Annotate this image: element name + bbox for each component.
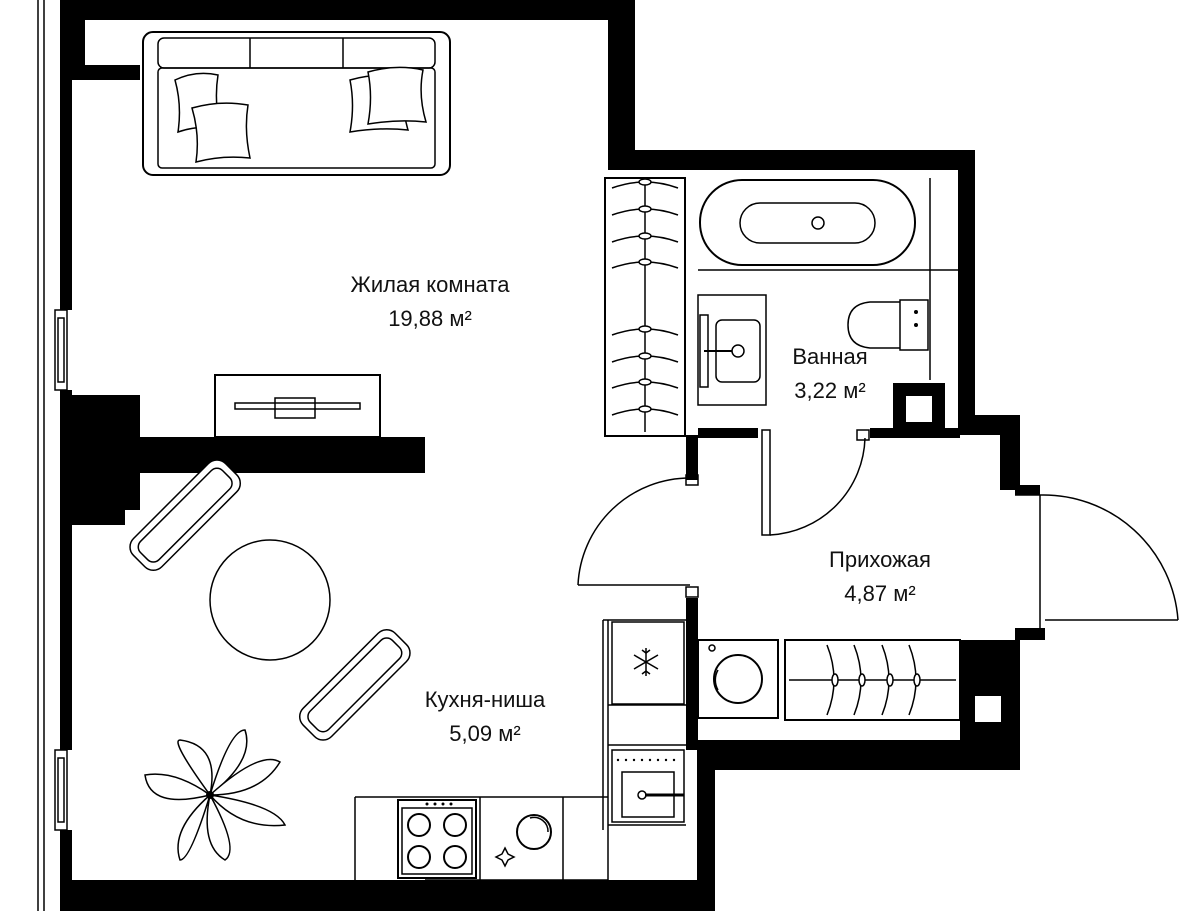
room-area: 5,09 м² — [449, 721, 521, 746]
hanger-hook — [638, 178, 652, 186]
room-area: 19,88 м² — [388, 306, 472, 331]
toilet — [847, 299, 929, 351]
hanger-hook — [831, 673, 839, 687]
hanger-hook — [638, 325, 652, 333]
room-area: 4,87 м² — [844, 581, 916, 606]
hanger-hook — [638, 258, 652, 266]
room-name: Кухня-ниша — [424, 687, 546, 712]
bath-sink — [697, 294, 767, 406]
tv-stand — [214, 374, 381, 438]
dining-table — [129, 459, 411, 741]
plant — [144, 729, 287, 861]
walls — [60, 0, 1045, 911]
room-area: 3,22 м² — [794, 378, 866, 403]
sofa — [142, 31, 451, 176]
stove — [397, 799, 477, 879]
hanger-hook — [638, 352, 652, 360]
left-window-frame — [37, 0, 68, 911]
room-label-hall: Прихожая 4,87 м² — [800, 543, 960, 611]
wardrobe-living — [604, 177, 686, 437]
fridge — [611, 621, 685, 705]
kitchen-sink — [611, 749, 685, 823]
room-name: Ванная — [792, 344, 868, 369]
room-label-bath: Ванная 3,22 м² — [770, 340, 890, 408]
snowflake-icon — [633, 648, 659, 676]
hanger-hook — [638, 378, 652, 386]
wardrobe-hall — [784, 639, 961, 721]
bathtub — [698, 178, 958, 380]
hanger-hook — [638, 205, 652, 213]
washing-machine — [697, 639, 779, 719]
hanger-hook — [886, 673, 894, 687]
room-label-kitchen: Кухня-ниша 5,09 м² — [395, 683, 575, 751]
hanger-hook — [913, 673, 921, 687]
hanger-hook — [638, 232, 652, 240]
room-label-living: Жилая комната 19,88 м² — [320, 268, 540, 336]
dishwasher — [494, 814, 552, 868]
hanger-hook — [638, 405, 652, 413]
entry-door — [1015, 494, 1179, 628]
room-name: Жилая комната — [350, 272, 510, 297]
living-door — [577, 474, 699, 598]
kitchen-counter — [354, 619, 686, 881]
room-name: Прихожая — [829, 547, 931, 572]
bath-door — [761, 429, 870, 536]
hanger-hook — [858, 673, 866, 687]
